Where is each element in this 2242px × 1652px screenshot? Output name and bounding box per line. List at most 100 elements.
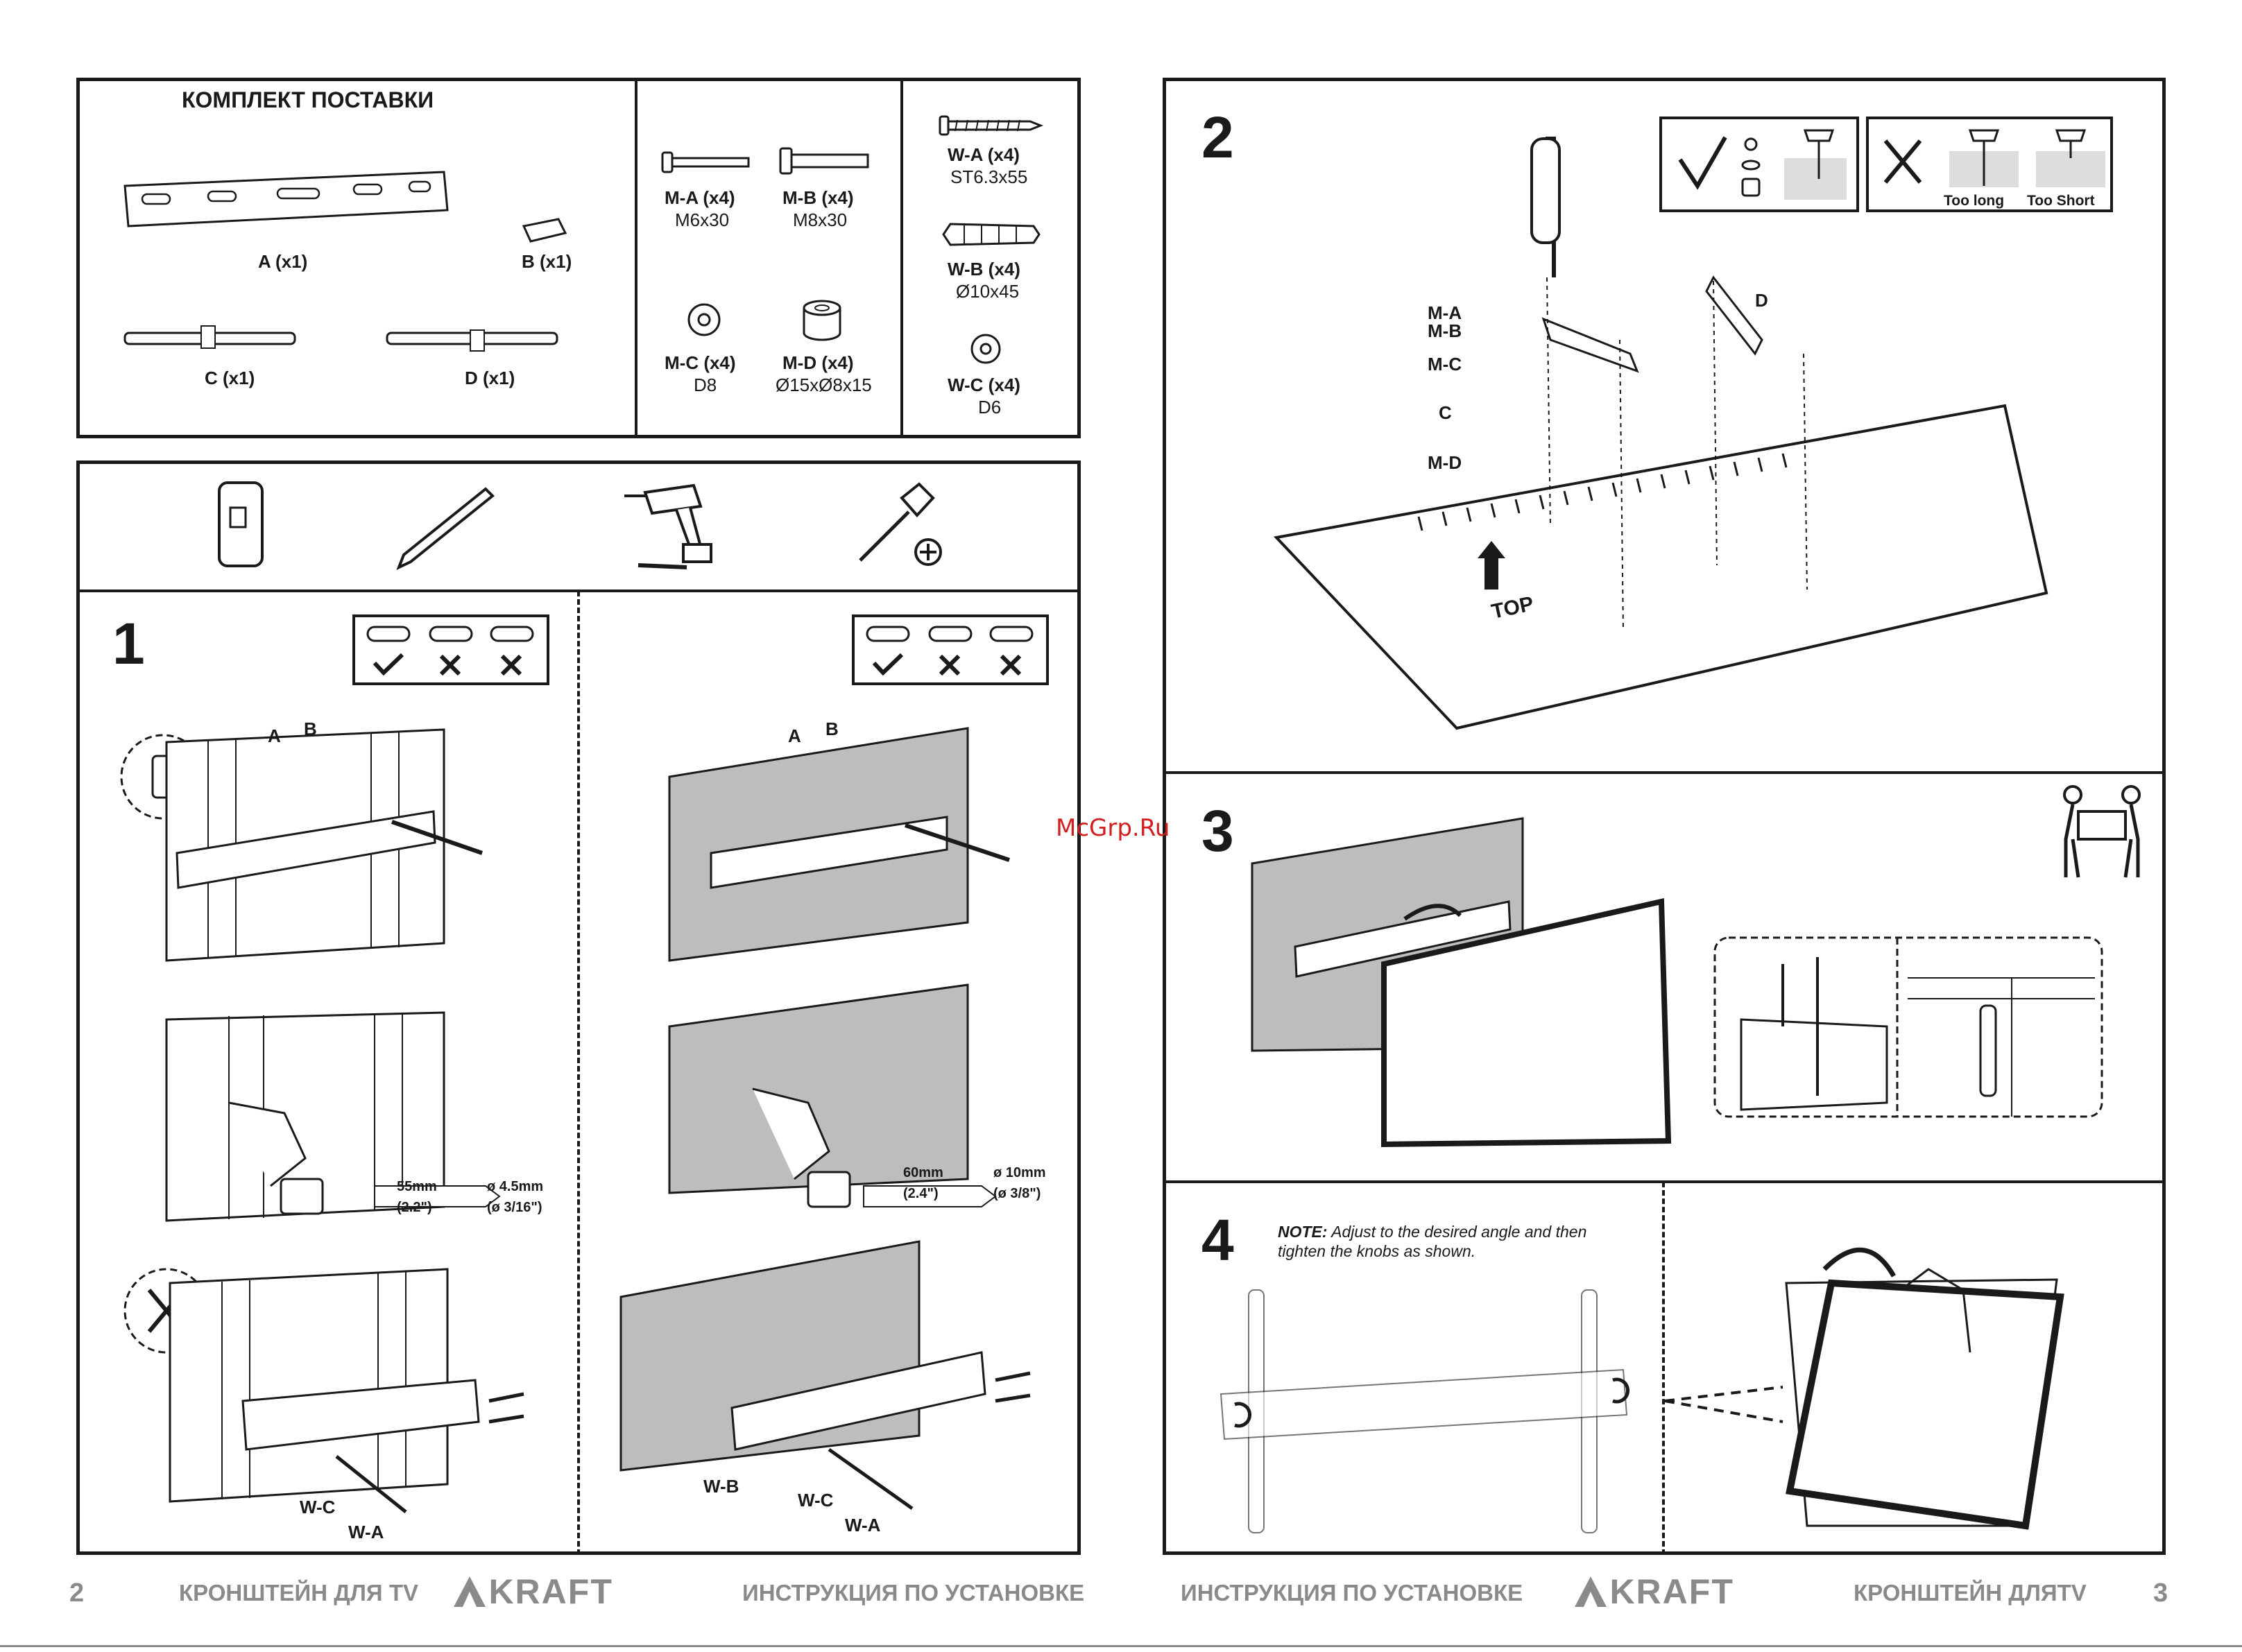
brand-logo-right: KRAFT [1575,1572,1734,1612]
step1-wood-label-a: A [268,725,281,746]
two-people-carry-icon [2063,785,2141,878]
ma-label: M-A (x4) [665,187,735,208]
wood-wall-drill [165,1011,501,1222]
page-number-left: 2 [69,1578,85,1608]
step2-label-md: M-D [1428,452,1462,473]
part-b-label: B (x1) [522,251,572,272]
note-label: NOTE: [1278,1223,1328,1241]
wood-spacing-in: (2.2") [397,1200,432,1215]
kit-divider-2 [900,78,903,438]
spacer-md-icon [803,300,841,341]
step2-label-mb: M-B [1428,320,1462,341]
kit-divider-1 [635,78,637,438]
step3-number: 3 [1201,798,1234,863]
page-number-right: 3 [2153,1578,2168,1608]
step1-wood-label-b: B [304,719,317,739]
part-a-label: A (x1) [258,251,308,272]
screwdriver-icon [859,482,942,566]
mb-label: M-B (x4) [782,187,854,208]
drill-icon [624,483,712,569]
anchor-wb-icon [942,223,1041,246]
kit-box [76,78,1081,438]
tv-back-panel [1274,137,2048,730]
part-b-spacer [522,218,567,243]
wb-size: Ø10x45 [956,281,1020,302]
step1-split [577,591,580,1555]
concrete-bit-in: (ø 3/8") [993,1186,1041,1201]
step2-label-ma: M-A [1428,302,1462,323]
wa-size: ST6.3x55 [950,166,1028,187]
concrete-wall-mark [668,727,1010,962]
part-d-bracket [386,329,558,352]
concrete-wall-drill [668,983,997,1208]
step1-concrete-label-b: B [825,719,839,739]
too-short-label: Too Short [2027,193,2095,209]
part-c-bracket [123,325,296,349]
too-long-label: Too long [1944,193,2005,209]
wc-label: W-C (x4) [948,375,1020,395]
step1-concrete-label-wc: W-C [798,1490,834,1511]
concrete-spacing: 60mm [903,1165,943,1180]
note-text: Adjust to the desired angle and then tig… [1278,1223,1587,1261]
wall-check-guide-concrete [852,614,1049,685]
concrete-bit: ø 10mm [993,1165,1046,1180]
step1-number: 1 [112,611,145,676]
kit-title: КОМПЛЕКТ ПОСТАВКИ [182,87,434,112]
mb-size: M8x30 [793,209,848,230]
kraft-logo-icon [1575,1576,1607,1607]
brand-logo-left: KRAFT [454,1572,613,1612]
wall-check-guide-wood [352,614,549,685]
footer-sub-left: ИНСТРУКЦИЯ ПО УСТАНОВКЕ [742,1580,1085,1606]
brand-name-left: KRAFT [488,1572,613,1611]
wood-bit: ø 4.5mm [487,1179,544,1194]
wood-spacing: 55mm [397,1179,437,1194]
step1-concrete-label-wa: W-A [845,1515,881,1535]
mc-size: D8 [694,375,717,395]
ma-size: M6x30 [675,209,730,230]
bolt-ma-icon [661,151,750,173]
step1-concrete-label-wb: W-B [703,1476,739,1497]
hardware-correct-guide [1659,117,1859,212]
tilted-tv [1664,1248,2064,1530]
pencil-icon [396,487,495,570]
tilt-adjust-rail [1220,1289,1629,1533]
wall-hang-tv [1251,817,1672,1148]
screw-wa-icon [939,115,1044,136]
step2-number: 2 [1201,105,1234,170]
step2-bottom-divider [1163,771,2166,774]
step2-label-mc: M-C [1428,354,1462,375]
step4-split [1662,1182,1665,1555]
hardware-wrong-guide [1866,117,2113,212]
part-d-label: D (x1) [465,368,515,388]
wc-size: D6 [978,397,1002,418]
md-label: M-D (x4) [782,352,854,373]
washer-wc-icon [970,334,1001,364]
footer-sub-right: ИНСТРУКЦИЯ ПО УСТАНОВКЕ [1181,1580,1523,1606]
kraft-logo-icon [454,1576,486,1607]
stud-finder-icon [218,481,264,567]
footer-title-right: КРОНШТЕЙН ДЛЯTV [1854,1580,2087,1606]
part-c-label: C (x1) [205,368,255,388]
bolt-mb-icon [779,147,869,175]
washer-mc-icon [687,303,721,336]
watermark-text: McGrp.Ru [1056,814,1170,842]
wa-label: W-A (x4) [948,144,1020,165]
step1-wood-label-wc: W-C [300,1497,336,1517]
part-a-rail [123,171,449,227]
step4-note: NOTE: Adjust to the desired angle and th… [1278,1222,1611,1261]
md-size: Ø15xØ8x15 [776,375,872,395]
lock-detail-inset [1713,936,2103,1118]
wb-label: W-B (x4) [948,259,1020,279]
bottom-rule [0,1645,2242,1647]
step2-label-d: D [1755,290,1768,311]
concrete-spacing-in: (2.4") [903,1186,939,1201]
wood-wall-mark [120,728,483,962]
concrete-wall-screw [619,1240,1031,1511]
footer-title-left: КРОНШТЕЙН ДЛЯ TV [179,1580,418,1606]
mc-label: M-C (x4) [665,352,736,373]
step2-label-c: C [1439,402,1452,423]
brand-name-right: KRAFT [1609,1572,1734,1611]
step4-number: 4 [1201,1207,1234,1273]
wood-bit-in: (ø 3/16") [487,1200,542,1215]
